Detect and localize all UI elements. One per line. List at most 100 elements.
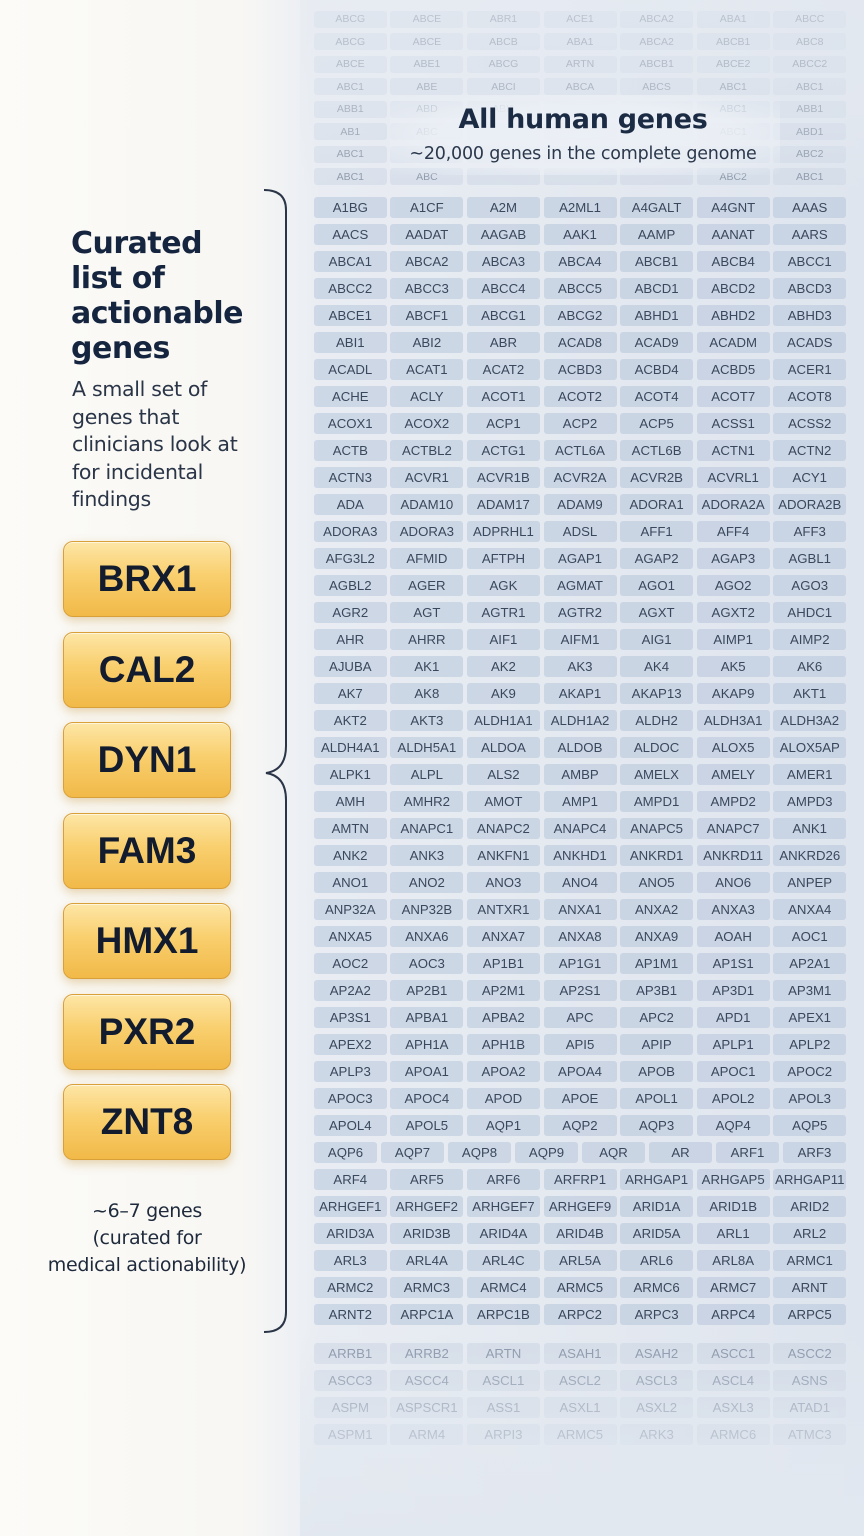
gene-cell: AMHR2 bbox=[390, 791, 464, 812]
gene-cell: ANXA6 bbox=[390, 926, 464, 947]
gene-cell: ANXA9 bbox=[620, 926, 694, 947]
gene-cell: AMTN bbox=[313, 818, 387, 839]
gene-cell: ABCC5 bbox=[543, 278, 617, 299]
gene-cell: AGO2 bbox=[696, 575, 770, 596]
curated-gene-pill: DYN1 bbox=[63, 722, 231, 798]
gene-cell: AGAP1 bbox=[543, 548, 617, 569]
gene-cell: AK1 bbox=[390, 656, 464, 677]
gene-cell: ARNT2 bbox=[313, 1304, 387, 1325]
gene-cell: APOB bbox=[620, 1061, 694, 1082]
curated-gene-pill: PXR2 bbox=[63, 993, 231, 1070]
gene-cell: AGER bbox=[390, 575, 464, 596]
gene-cell: AK6 bbox=[773, 656, 847, 677]
gene-cell: AMOT bbox=[466, 791, 540, 812]
gene-cell: ARMC4 bbox=[466, 1277, 540, 1298]
gene-cell: ADPRHL1 bbox=[466, 521, 540, 542]
gene-cell: ANO2 bbox=[390, 872, 464, 893]
gene-cell: ACP1 bbox=[466, 413, 540, 434]
gene-cell: ABR bbox=[466, 332, 540, 353]
gene-cell: ADSL bbox=[543, 521, 617, 542]
gene-cell: ANXA4 bbox=[773, 899, 847, 920]
gene-cell: ABI1 bbox=[313, 332, 387, 353]
gene-cell: AP1B1 bbox=[466, 953, 540, 974]
gene-cell: APH1B bbox=[466, 1034, 540, 1055]
gene-cell: ANO1 bbox=[313, 872, 387, 893]
gene-cell: APD1 bbox=[696, 1007, 770, 1028]
gene-cell: APOL5 bbox=[390, 1115, 464, 1136]
gene-cell: ABCB1 bbox=[620, 251, 694, 272]
gene-cell: ADORA1 bbox=[620, 494, 694, 515]
all-genes-subtitle: ~20,000 genes in the complete genome bbox=[409, 144, 757, 164]
title-backdrop bbox=[390, 95, 780, 175]
gene-cell: ABCC3 bbox=[390, 278, 464, 299]
gene-cell: AGTR2 bbox=[543, 602, 617, 623]
gene-cell: ABCA4 bbox=[543, 251, 617, 272]
gene-cell: ABCD3 bbox=[773, 278, 847, 299]
gene-cell: ANXA3 bbox=[696, 899, 770, 920]
gene-cell: AGK bbox=[466, 575, 540, 596]
gene-cell: AP3D1 bbox=[696, 980, 770, 1001]
gene-cell: ABCA3 bbox=[466, 251, 540, 272]
gene-cell: ACTG1 bbox=[466, 440, 540, 461]
gene-cell: ALOX5 bbox=[696, 737, 770, 758]
gene-cell: ARID3A bbox=[313, 1223, 387, 1244]
gene-cell: ANKHD1 bbox=[543, 845, 617, 866]
gene-cell: ARID5A bbox=[620, 1223, 694, 1244]
gene-cell: ANAPC4 bbox=[543, 818, 617, 839]
gene-cell: ALPL bbox=[390, 764, 464, 785]
gene-cell: ACSS1 bbox=[696, 413, 770, 434]
bracket-connector bbox=[263, 189, 287, 1333]
gene-cell: ACOT4 bbox=[620, 386, 694, 407]
gene-cell: ARID1B bbox=[696, 1196, 770, 1217]
gene-cell: ARPC2 bbox=[543, 1304, 617, 1325]
gene-cell: APLP1 bbox=[696, 1034, 770, 1055]
gene-cell: AP2S1 bbox=[543, 980, 617, 1001]
gene-cell: ADAM9 bbox=[543, 494, 617, 515]
gene-cell: ARHGAP11 bbox=[773, 1169, 847, 1190]
gene-cell: ABCF1 bbox=[390, 305, 464, 326]
gene-cell: AGBL1 bbox=[773, 548, 847, 569]
gene-cell: APIP bbox=[620, 1034, 694, 1055]
gene-cell: ADORA2B bbox=[773, 494, 847, 515]
gene-cell: AGO3 bbox=[773, 575, 847, 596]
gene-cell: ANKRD11 bbox=[696, 845, 770, 866]
gene-cell: ACADS bbox=[773, 332, 847, 353]
gene-cell: ARPC1B bbox=[466, 1304, 540, 1325]
gene-cell: ALDH4A1 bbox=[313, 737, 387, 758]
gene-cell: ARPC4 bbox=[696, 1304, 770, 1325]
gene-cell: APOC1 bbox=[696, 1061, 770, 1082]
gene-cell: ANO4 bbox=[543, 872, 617, 893]
curated-gene-list: BRX1 CAL2 DYN1 FAM3 HMX1 PXR2 ZNT8 bbox=[63, 541, 233, 1175]
gene-cell: AQP3 bbox=[620, 1115, 694, 1136]
curated-gene-pill: HMX1 bbox=[63, 903, 231, 979]
gene-cell: AMP1 bbox=[543, 791, 617, 812]
gene-cell: ACY1 bbox=[773, 467, 847, 488]
gene-cell: ACBD4 bbox=[620, 359, 694, 380]
gene-cell: ANP32B bbox=[390, 899, 464, 920]
gene-cell: ANXA5 bbox=[313, 926, 387, 947]
gene-cell: ALDH3A2 bbox=[773, 710, 847, 731]
gene-cell: AHR bbox=[313, 629, 387, 650]
gene-cell: ACVRL1 bbox=[696, 467, 770, 488]
curated-title: Curated list of actionable genes bbox=[71, 226, 243, 366]
gene-cell: AMBP bbox=[543, 764, 617, 785]
gene-cell: APOA4 bbox=[543, 1061, 617, 1082]
gene-cell: AHRR bbox=[390, 629, 464, 650]
gene-cell: ALPK1 bbox=[313, 764, 387, 785]
gene-cell: AOC2 bbox=[313, 953, 387, 974]
gene-cell: ARID4B bbox=[543, 1223, 617, 1244]
gene-cell: ALDH5A1 bbox=[390, 737, 464, 758]
gene-cell: APH1A bbox=[390, 1034, 464, 1055]
gene-cell: AGBL2 bbox=[313, 575, 387, 596]
gene-cell: ARL4C bbox=[466, 1250, 540, 1271]
